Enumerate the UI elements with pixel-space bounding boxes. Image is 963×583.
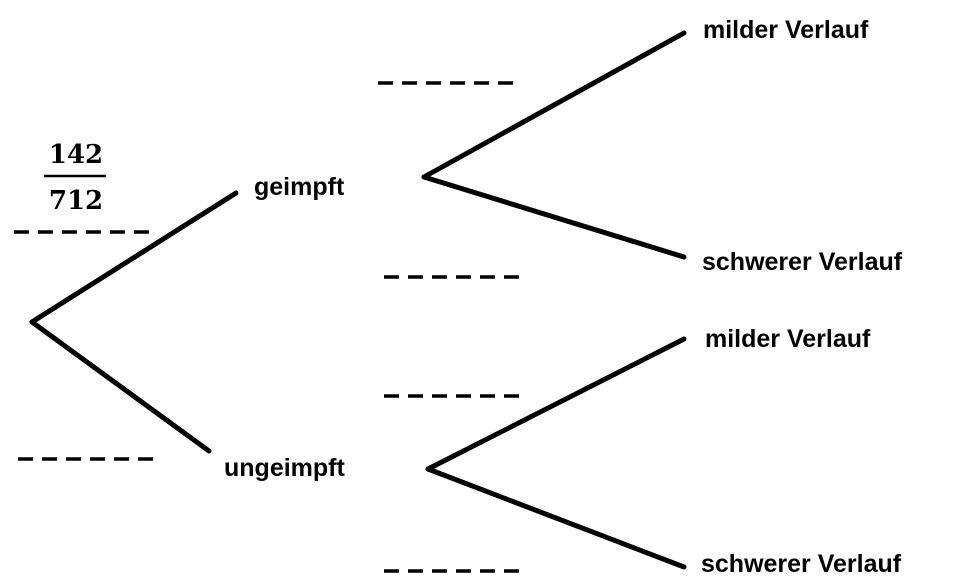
node-label-geimpft-severe: schwerer Verlauf [702,248,903,276]
branch-ungeimpft-to-mild [425,336,687,472]
node-label-geimpft: geimpft [254,173,345,201]
node-label-ungeimpft-severe: schwerer Verlauf [701,550,902,578]
branch-root-to-geimpft [29,190,239,325]
fraction-denominator: 712 [49,186,103,216]
node-label-ungeimpft: ungeimpft [224,454,345,482]
probability-geimpft-fraction: 142 712 [44,140,106,216]
branch-ungeimpft-to-severe [425,466,687,570]
fraction-numerator: 142 [49,140,103,170]
branch-geimpft-to-mild [421,30,687,180]
branch-geimpft-to-severe [421,174,687,260]
branch-root-to-ungeimpft [29,319,212,454]
node-label-geimpft-mild: milder Verlauf [703,16,869,44]
node-label-ungeimpft-mild: milder Verlauf [705,325,871,353]
